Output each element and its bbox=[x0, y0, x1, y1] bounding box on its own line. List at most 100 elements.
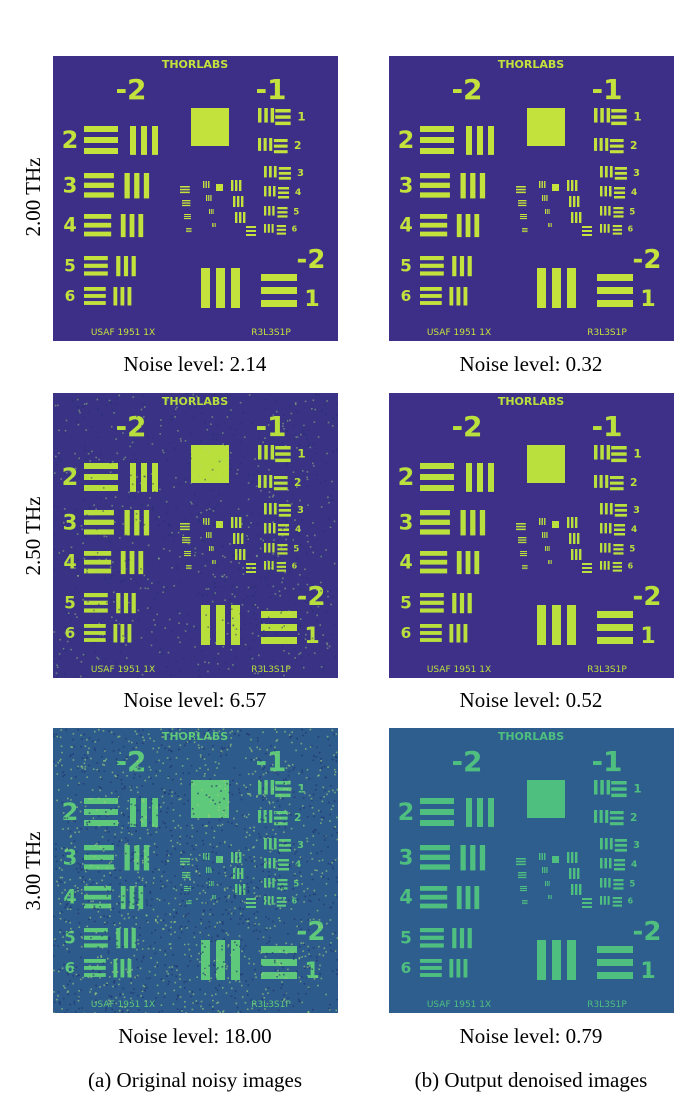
element-label: 5 bbox=[293, 206, 299, 216]
group-number: -2 bbox=[451, 73, 482, 106]
noise-caption: Noise level: 0.32 bbox=[459, 352, 603, 376]
element-label: 1 bbox=[640, 959, 655, 984]
element-label: 5 bbox=[293, 543, 299, 553]
element-label: 2 bbox=[398, 463, 415, 491]
footer-label: USAF 1951 1X bbox=[427, 328, 491, 338]
element-label: 3 bbox=[297, 840, 304, 851]
element-label: 2 bbox=[630, 811, 637, 824]
element-label: 1 bbox=[297, 110, 305, 124]
caption-original: (a) Original noisy images bbox=[87, 1068, 303, 1092]
group-number: -2 bbox=[297, 245, 326, 275]
element-label: 4 bbox=[63, 214, 76, 237]
footer-label: R3L3S1P bbox=[251, 1000, 291, 1010]
brand-logo-text: THORLABS bbox=[498, 395, 564, 408]
element-label: 6 bbox=[292, 897, 298, 906]
element-label: 2 bbox=[62, 126, 79, 154]
element-label: 4 bbox=[399, 886, 412, 909]
element-label: 1 bbox=[297, 447, 305, 461]
row-label-2_5thz: 2.50 THz bbox=[21, 496, 45, 576]
element-label: 2 bbox=[398, 126, 415, 154]
brand-logo-text: THORLABS bbox=[162, 58, 228, 71]
brand-logo-text: THORLABS bbox=[162, 395, 228, 408]
element-label: 1 bbox=[640, 287, 655, 312]
footer-label: USAF 1951 1X bbox=[91, 1000, 155, 1010]
noise-overlay bbox=[53, 393, 338, 678]
element-label: 2 bbox=[630, 476, 637, 489]
element-label: 1 bbox=[633, 782, 641, 796]
element-label: 3 bbox=[297, 168, 304, 179]
element-label: 3 bbox=[63, 509, 78, 534]
element-label: 5 bbox=[64, 927, 76, 947]
element-label: 2 bbox=[294, 139, 301, 152]
footer-label: USAF 1951 1X bbox=[427, 1000, 491, 1010]
group-number: -2 bbox=[115, 73, 146, 106]
element-label: 4 bbox=[63, 551, 76, 574]
row-label-2thz: 2.00 THz bbox=[21, 157, 45, 237]
element-label: 1 bbox=[304, 287, 319, 312]
element-label: 4 bbox=[63, 886, 76, 909]
group-number: -2 bbox=[633, 582, 662, 612]
element-label: 1 bbox=[633, 110, 641, 124]
element-label: 1 bbox=[304, 959, 319, 984]
element-label: 4 bbox=[295, 525, 301, 535]
element-label: 4 bbox=[399, 551, 412, 574]
element-label: 5 bbox=[64, 255, 76, 275]
element-label: 6 bbox=[628, 897, 634, 906]
group-number: -1 bbox=[591, 745, 622, 778]
element-label: 3 bbox=[297, 505, 304, 516]
element-label: 6 bbox=[65, 959, 76, 977]
group-number: -2 bbox=[297, 582, 326, 612]
element-label: 6 bbox=[65, 624, 76, 642]
element-label: 3 bbox=[633, 840, 640, 851]
element-label: 3 bbox=[63, 172, 78, 197]
noise-caption: Noise level: 2.14 bbox=[123, 352, 267, 376]
element-label: 4 bbox=[295, 860, 301, 870]
element-label: 4 bbox=[631, 860, 637, 870]
element-label: 2 bbox=[62, 798, 79, 826]
element-label: 4 bbox=[631, 188, 637, 198]
footer-label: R3L3S1P bbox=[251, 328, 291, 338]
element-label: 1 bbox=[640, 624, 655, 649]
element-label: 4 bbox=[631, 525, 637, 535]
element-label: 6 bbox=[628, 562, 634, 571]
element-label: 1 bbox=[297, 782, 305, 796]
element-label: 3 bbox=[399, 172, 414, 197]
group-number: -2 bbox=[451, 745, 482, 778]
group-number: -1 bbox=[255, 410, 286, 443]
noise-caption: Noise level: 6.57 bbox=[123, 688, 267, 712]
element-label: 5 bbox=[64, 592, 76, 612]
element-label: 2 bbox=[62, 463, 79, 491]
element-label: 6 bbox=[401, 287, 412, 305]
element-label: 2 bbox=[294, 811, 301, 824]
element-label: 4 bbox=[295, 188, 301, 198]
element-label: 1 bbox=[633, 447, 641, 461]
footer-label: USAF 1951 1X bbox=[91, 665, 155, 675]
element-label: 6 bbox=[628, 225, 634, 234]
element-label: 5 bbox=[400, 592, 412, 612]
group-number: -2 bbox=[451, 410, 482, 443]
element-label: 6 bbox=[292, 562, 298, 571]
element-label: 3 bbox=[633, 505, 640, 516]
footer-label: R3L3S1P bbox=[587, 665, 627, 675]
noise-caption: Noise level: 0.79 bbox=[459, 1024, 603, 1048]
element-label: 6 bbox=[401, 624, 412, 642]
element-label: 6 bbox=[292, 225, 298, 234]
group-number: -2 bbox=[633, 245, 662, 275]
brand-logo-text: THORLABS bbox=[498, 730, 564, 743]
element-label: 2 bbox=[294, 476, 301, 489]
brand-logo-text: THORLABS bbox=[498, 58, 564, 71]
footer-label: R3L3S1P bbox=[587, 1000, 627, 1010]
element-label: 5 bbox=[629, 206, 635, 216]
element-label: 5 bbox=[400, 927, 412, 947]
noise-caption: Noise level: 18.00 bbox=[118, 1024, 272, 1048]
